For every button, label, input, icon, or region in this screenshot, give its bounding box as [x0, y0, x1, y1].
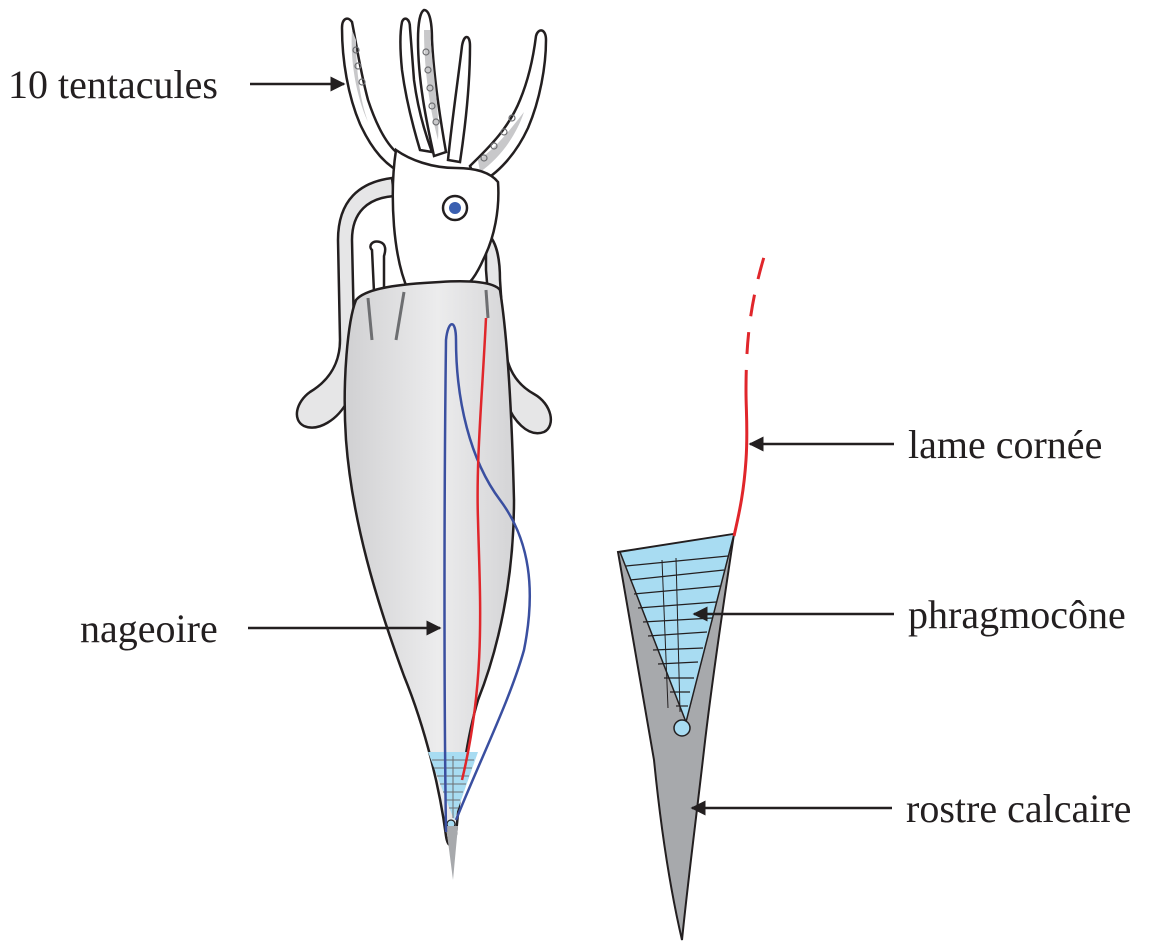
internal-rostrum [446, 826, 458, 880]
belemnite-animal [297, 10, 551, 880]
protoconch [674, 720, 690, 736]
fossil-skeleton [618, 244, 768, 940]
label-horny-blade: lame cornée [908, 422, 1102, 467]
horny-blade-dashed [746, 244, 768, 392]
siphon [370, 242, 385, 292]
eye-pupil [449, 202, 461, 214]
horny-blade-solid [734, 392, 747, 536]
label-rostrum: rostre calcaire [906, 786, 1131, 831]
head [393, 150, 499, 290]
label-fin: nageoire [80, 606, 218, 651]
label-tentacles: 10 tentacules [8, 62, 218, 107]
arrows [248, 84, 894, 808]
mantle-arm-shadow-right [486, 290, 488, 318]
arm-4 [448, 37, 470, 162]
label-phragmocone: phragmocône [908, 592, 1126, 637]
mantle [345, 281, 514, 845]
